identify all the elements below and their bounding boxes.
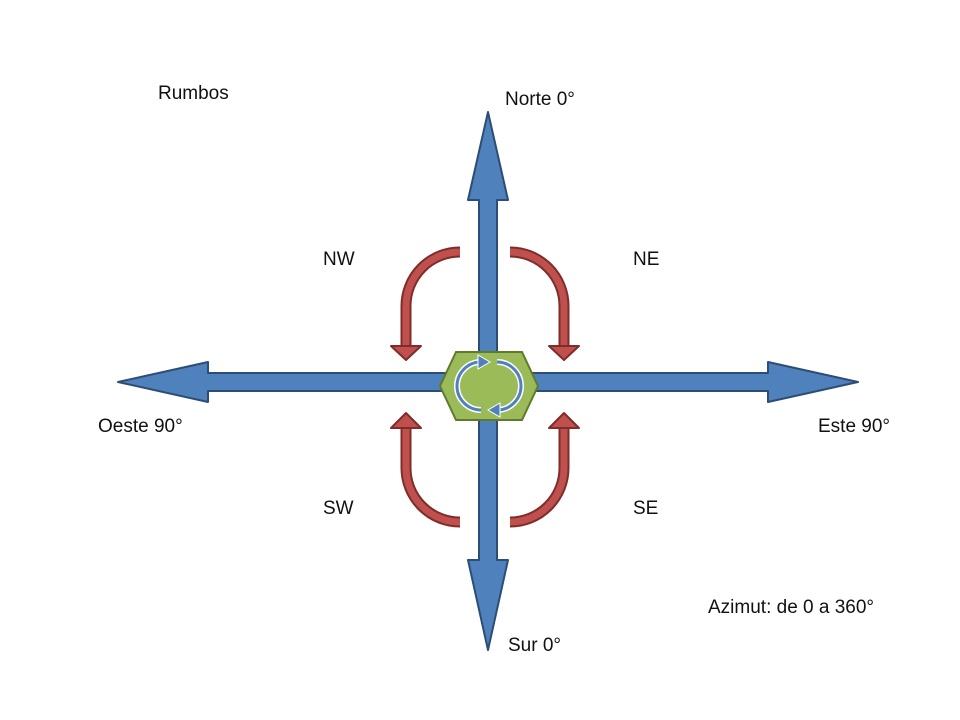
quadrant-nw-label: NW — [323, 249, 355, 270]
north-label: Norte 0° — [505, 89, 575, 110]
quadrant-sw-label: SW — [323, 498, 354, 519]
ne-curved-arrow — [509, 246, 580, 361]
quadrant-se-label: SE — [633, 498, 659, 519]
nw-curved-arrow — [390, 246, 461, 361]
sw-curved-arrow — [390, 412, 461, 528]
west-label: Oeste 90° — [98, 416, 183, 437]
diagram-title: Rumbos — [158, 83, 229, 104]
se-curved-arrow — [509, 412, 580, 528]
azimuth-note: Azimut: de 0 a 360° — [708, 597, 875, 618]
east-label: Este 90° — [818, 416, 891, 437]
south-label: Sur 0° — [508, 635, 562, 656]
rotate-icon — [454, 354, 524, 418]
quadrant-ne-label: NE — [633, 249, 660, 270]
